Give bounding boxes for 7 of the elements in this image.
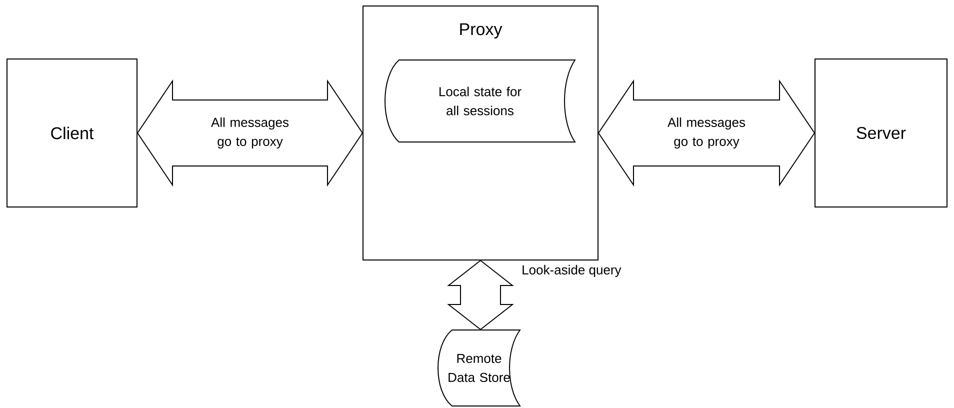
edge-label: All messages go to proxy [211, 117, 289, 149]
data-store: Local state for all sessions [384, 60, 576, 142]
process-box: Client [6, 58, 138, 208]
data-store: Remote Data Store [438, 330, 520, 406]
edge-label: All messages go to proxy [668, 117, 746, 149]
process-box: Server [814, 58, 948, 208]
edge-label: Look-aside query [522, 264, 622, 278]
